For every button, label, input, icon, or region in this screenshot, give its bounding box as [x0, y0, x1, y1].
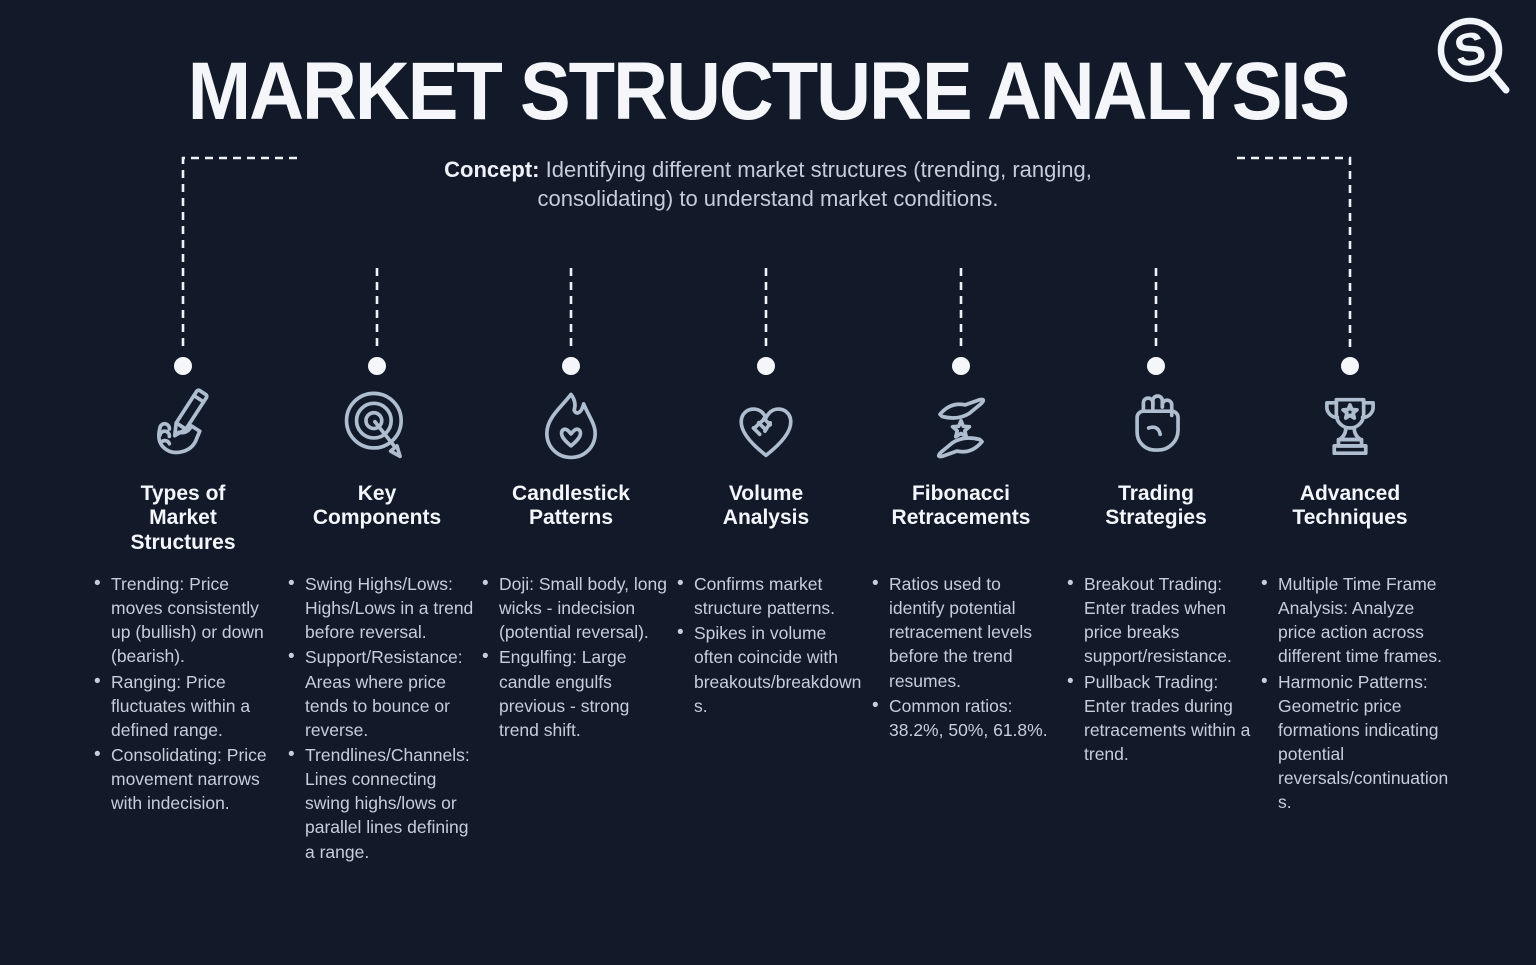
concept-text: Concept: Identifying different market st… — [413, 156, 1123, 213]
svg-text:S: S — [1450, 21, 1489, 78]
connector-dot — [1147, 357, 1165, 375]
connector-dot — [562, 357, 580, 375]
fist-icon — [1056, 382, 1256, 474]
connector-dot — [1341, 357, 1359, 375]
list-item: Ratios used to identify potential retrac… — [872, 571, 1061, 693]
connector-line — [181, 156, 297, 350]
handshake-heart-icon — [666, 382, 866, 474]
column-title: Volume Analysis — [722, 482, 810, 530]
hand-pencil-icon — [83, 382, 283, 474]
column-bullet-list: Doji: Small body, long wicks - indecisio… — [479, 571, 671, 743]
list-item: Swing Highs/Lows: Highs/Lows in a trend … — [288, 571, 477, 644]
column-title: Key Components — [312, 482, 442, 530]
list-item: Trending: Price moves consistently up (b… — [94, 571, 283, 669]
list-item: Pullback Trading: Enter trades during re… — [1067, 669, 1256, 767]
column-bullet-list: Multiple Time Frame Analysis: Analyze pr… — [1258, 571, 1450, 815]
target-arrow-icon — [277, 382, 477, 474]
column-bullet-list: Swing Highs/Lows: Highs/Lows in a trend … — [285, 571, 477, 865]
list-item: Confirms market structure patterns. — [677, 571, 866, 620]
list-item: Harmonic Patterns: Geometric price forma… — [1261, 669, 1450, 815]
column-bullet-list: Ratios used to identify potential retrac… — [869, 571, 1061, 743]
column-bullet-list: Breakout Trading: Enter trades when pric… — [1064, 571, 1256, 767]
list-item: Doji: Small body, long wicks - indecisio… — [482, 571, 671, 644]
column-title: Types of Market Structures — [130, 482, 236, 554]
column-title: Candlestick Patterns — [512, 482, 630, 530]
concept-label: Concept: — [444, 157, 540, 182]
sq-logo-icon: S — [1437, 17, 1510, 94]
concept-body: Identifying different market structures … — [537, 157, 1092, 211]
list-item: Common ratios: 38.2%, 50%, 61.8%. — [872, 693, 1061, 742]
list-item: Trendlines/Channels: Lines connecting sw… — [288, 742, 477, 864]
list-item: Breakout Trading: Enter trades when pric… — [1067, 571, 1256, 669]
column-bullet-list: Trending: Price moves consistently up (b… — [91, 571, 283, 816]
list-item: Multiple Time Frame Analysis: Analyze pr… — [1261, 571, 1450, 669]
list-item: Ranging: Price fluctuates within a defin… — [94, 669, 283, 742]
list-item: Support/Resistance: Areas where price te… — [288, 644, 477, 742]
column-bullet-list: Confirms market structure patterns. Spik… — [674, 571, 866, 719]
connector-dot — [757, 357, 775, 375]
connector-line — [1237, 156, 1352, 350]
page-title: MARKET STRUCTURE ANALYSIS — [187, 45, 1350, 138]
list-item: Consolidating: Price movement narrows wi… — [94, 742, 283, 815]
connector-dot — [174, 357, 192, 375]
trophy-star-icon — [1250, 382, 1450, 474]
column-title: Fibonacci Retracements — [891, 482, 1031, 530]
column-title: Advanced Techniques — [1292, 482, 1408, 530]
connector-dot — [368, 357, 386, 375]
connector-dot — [952, 357, 970, 375]
flame-heart-icon — [471, 382, 671, 474]
hands-star-icon — [861, 382, 1061, 474]
column-title: Trading Strategies — [1105, 482, 1207, 530]
list-item: Spikes in volume often coincide with bre… — [677, 620, 866, 718]
list-item: Engulfing: Large candle engulfs previous… — [482, 644, 671, 742]
